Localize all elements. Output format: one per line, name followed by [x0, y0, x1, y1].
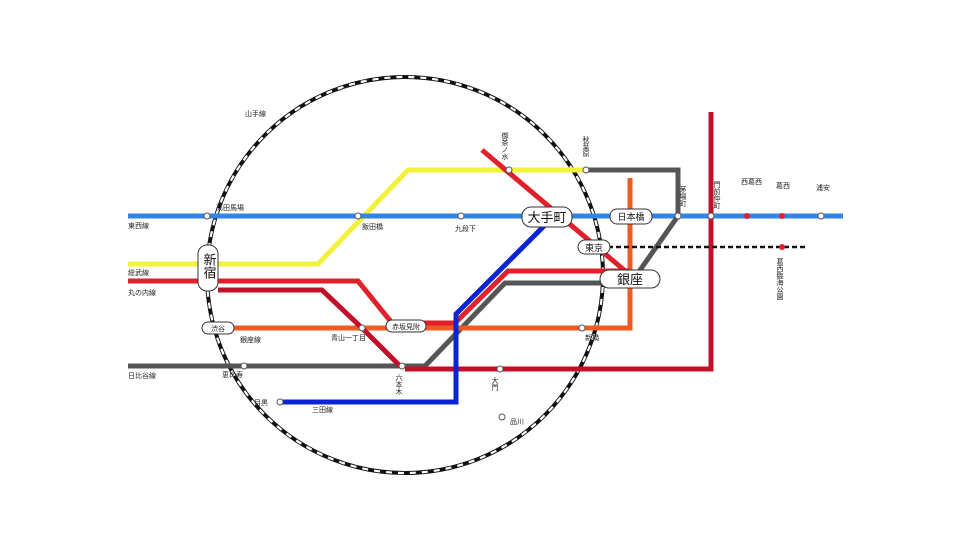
station-dots	[203, 166, 825, 421]
label-tozai: 東西線	[128, 221, 149, 230]
svg-text:東京: 東京	[585, 242, 603, 254]
label-marunouchi: 丸の内線	[128, 288, 156, 297]
svg-text:渋谷: 渋谷	[211, 324, 225, 333]
station-ebisu: 恵比寿	[222, 370, 243, 379]
red-line-akasaka	[218, 268, 630, 326]
svg-text:赤坂見附: 赤坂見附	[392, 322, 420, 331]
hub-ginza[interactable]: 銀座	[599, 269, 661, 289]
keiyo-line	[405, 112, 714, 372]
station-kayabacho: 茅場町	[679, 185, 687, 207]
ginza-line	[218, 178, 633, 331]
label-ginza: 銀座線	[240, 335, 261, 344]
hub-tokyo[interactable]: 東京	[577, 239, 611, 255]
station-shinbashi: 新橋	[585, 333, 599, 342]
station-takadanobaba: 高田馬場	[216, 203, 244, 212]
label-mita: 三田線	[312, 405, 333, 414]
hub-otemachi[interactable]: 大手町	[521, 206, 573, 228]
station-monzen-nakacho: 門前仲町	[713, 181, 721, 209]
station-roppongi: 六本木	[395, 373, 403, 396]
hub-shibuya[interactable]: 渋谷	[201, 321, 235, 335]
label-sobu: 総武線	[128, 268, 149, 277]
station-aoyama-itchome: 青山一丁目	[331, 333, 366, 342]
svg-text:銀座: 銀座	[617, 273, 643, 288]
station-kasai: 葛西	[776, 181, 790, 190]
station-urayasu: 浦安	[816, 183, 830, 192]
svg-text:日本橋: 日本橋	[617, 211, 644, 223]
station-nishikasai: 西葛西	[741, 177, 762, 186]
hub-nihonbashi[interactable]: 日本橋	[609, 208, 653, 225]
marunouchi-branch	[218, 287, 402, 368]
station-akihabara: 秋葉原	[582, 135, 590, 157]
svg-text:新宿: 新宿	[201, 252, 217, 279]
station-shinagawa: 品川	[510, 418, 524, 426]
station-kasai-rinkai-koen: 葛西臨海公園	[776, 257, 784, 301]
label-hibiya: 日比谷線	[128, 371, 156, 380]
mita-line	[280, 222, 548, 405]
station-iidabashi: 飯田橋	[362, 222, 383, 231]
yamanote-loop	[205, 75, 605, 475]
hub-akasaka-mitsuke[interactable]: 赤坂見附	[385, 319, 427, 333]
hub-shinjuku[interactable]: 新宿	[197, 244, 219, 292]
label-yamanote: 山手線	[245, 109, 266, 118]
svg-text:大手町: 大手町	[527, 211, 566, 226]
station-ochanomizu: 御茶ノ水	[501, 131, 509, 160]
station-daimon: 大門	[491, 376, 499, 392]
station-kudanshita: 九段下	[455, 224, 476, 233]
station-meguro: 目黒	[254, 399, 268, 407]
